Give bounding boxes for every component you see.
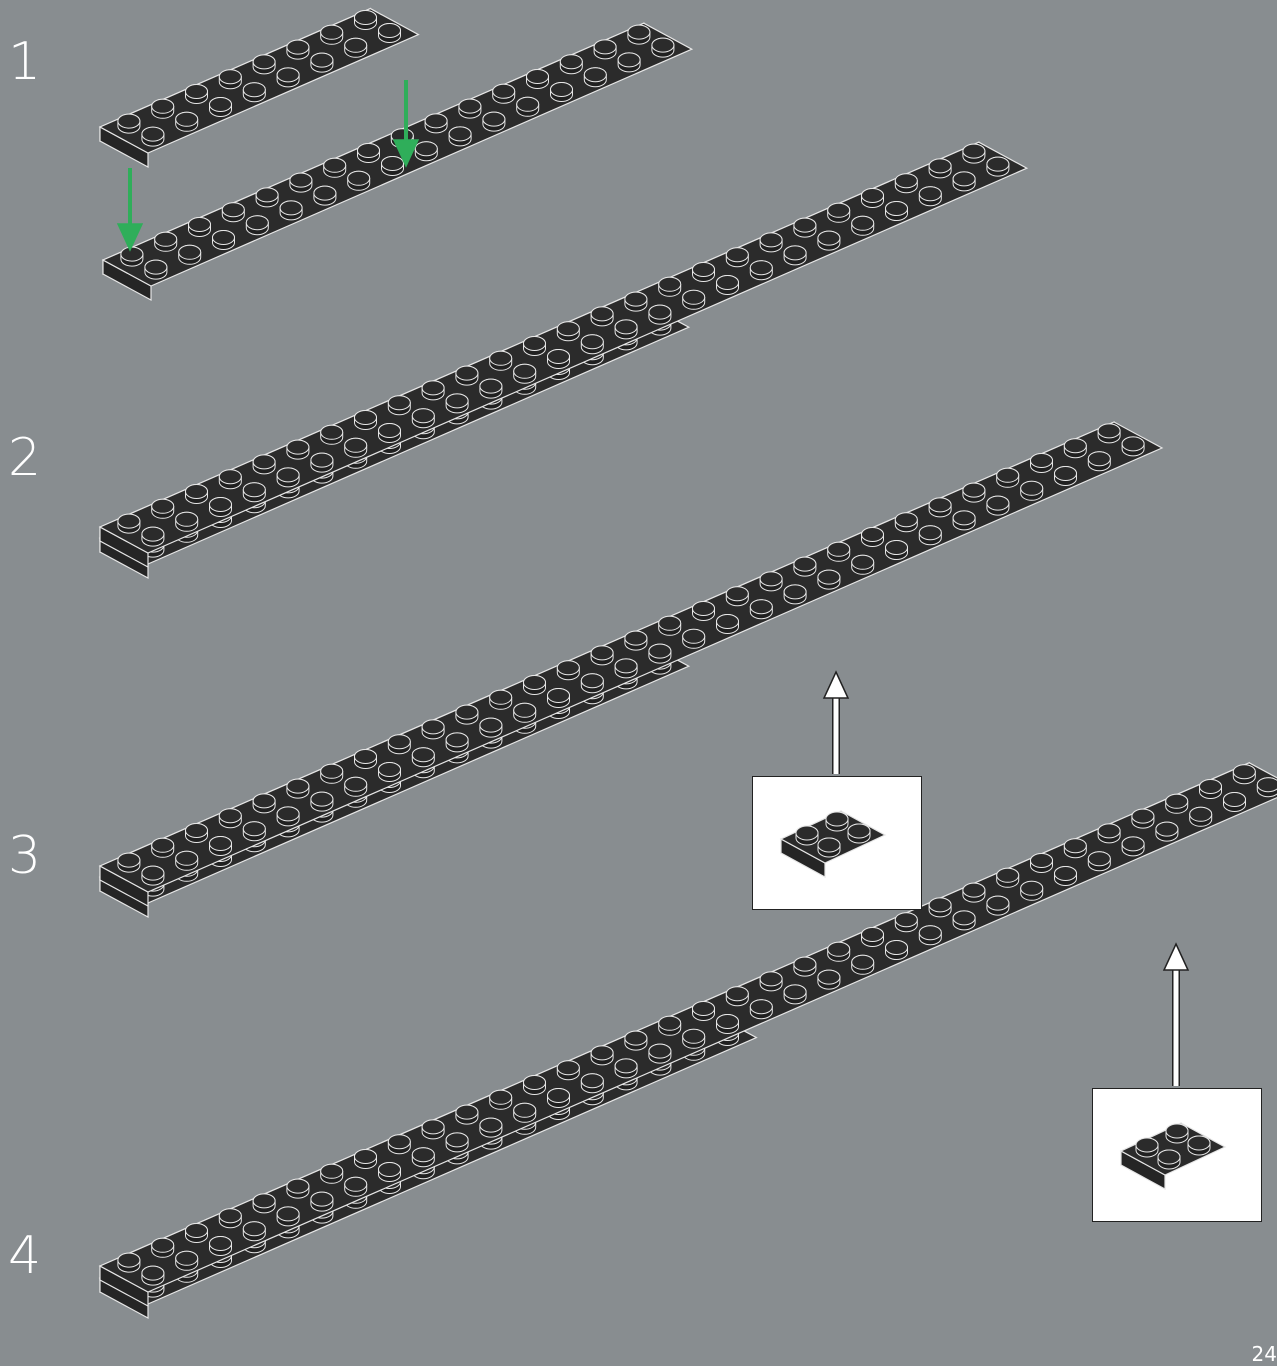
white-arrow-step-3 [824, 672, 848, 774]
page-number: 24 [1252, 1342, 1277, 1366]
part-callout-step-3 [752, 776, 922, 910]
2x2-plate-icon [1093, 1089, 1261, 1221]
white-arrow-step-4 [1164, 944, 1188, 1086]
part-callout-step-4 [1092, 1088, 1262, 1222]
plate-2x16-bottom [103, 23, 692, 300]
2x2-plate-shape [1121, 1123, 1225, 1189]
green-arrow-left [118, 168, 142, 250]
2x2-plate-icon [753, 777, 921, 909]
2x2-plate-shape [781, 811, 885, 877]
